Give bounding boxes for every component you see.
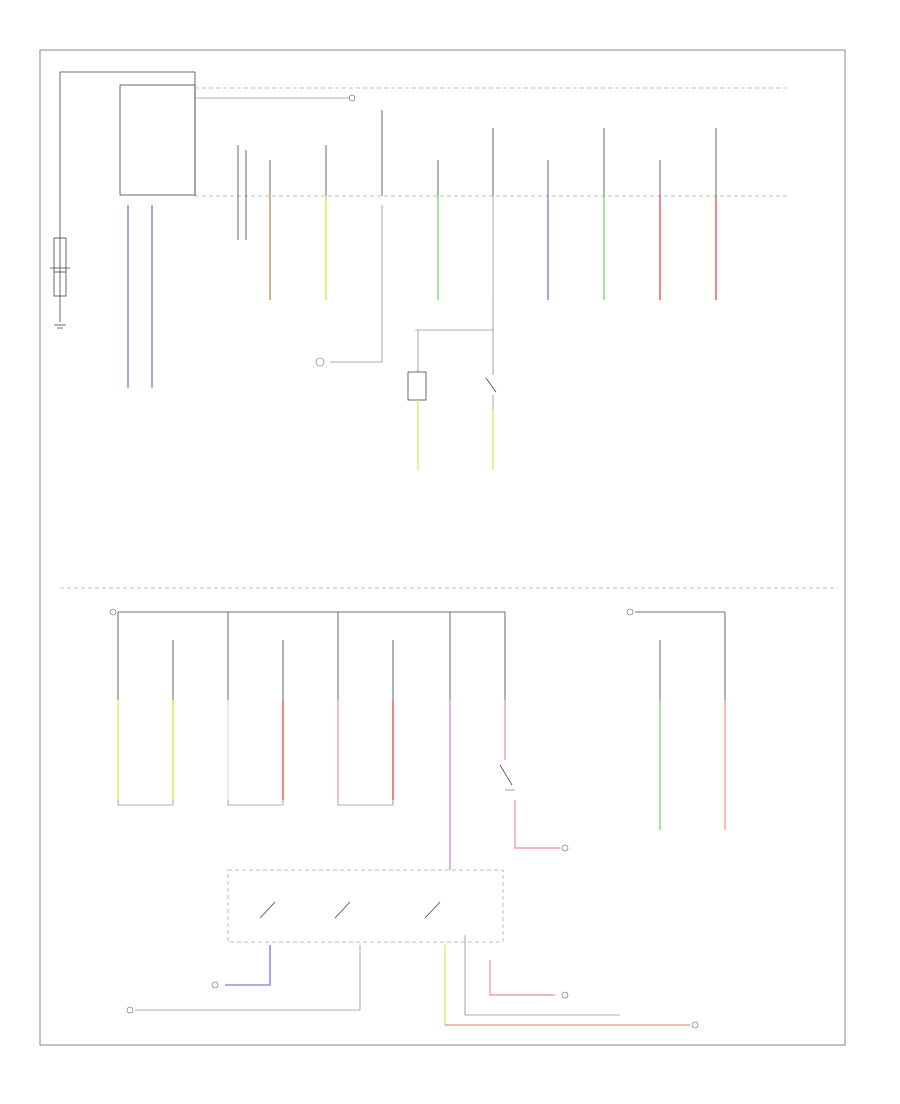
switch-icon bbox=[259, 901, 441, 919]
diagram-frame bbox=[39, 49, 846, 1046]
wire-pink-acc bbox=[489, 960, 555, 996]
footer-mark bbox=[38, 1046, 78, 1054]
top-section bbox=[50, 71, 790, 470]
connector-icon bbox=[691, 1021, 699, 1029]
switch-icon bbox=[499, 764, 515, 791]
ground-icon bbox=[54, 324, 66, 329]
connector-icon bbox=[109, 608, 117, 616]
bottom-section bbox=[109, 608, 726, 1029]
connector-icon bbox=[561, 991, 569, 999]
ignition-switch-box bbox=[227, 869, 504, 943]
relay-icon bbox=[407, 371, 427, 401]
fuse-columns-top bbox=[237, 110, 717, 240]
connector-icon bbox=[126, 1006, 134, 1014]
connector-icon bbox=[211, 981, 219, 989]
switch-icon bbox=[485, 330, 497, 410]
connector-icon bbox=[348, 94, 356, 102]
connector-icon bbox=[626, 608, 634, 616]
fuse-columns-bottom bbox=[117, 612, 726, 700]
ground-icon bbox=[337, 800, 394, 806]
ground-icon bbox=[227, 800, 284, 806]
wire-pink-out bbox=[514, 800, 560, 849]
battery-icon bbox=[50, 237, 70, 297]
connector-icon bbox=[561, 844, 569, 852]
ground-icon bbox=[117, 800, 174, 806]
wire-blue-ign bbox=[225, 945, 271, 986]
connector-icon bbox=[315, 357, 325, 367]
fusible-link-box bbox=[119, 84, 196, 196]
